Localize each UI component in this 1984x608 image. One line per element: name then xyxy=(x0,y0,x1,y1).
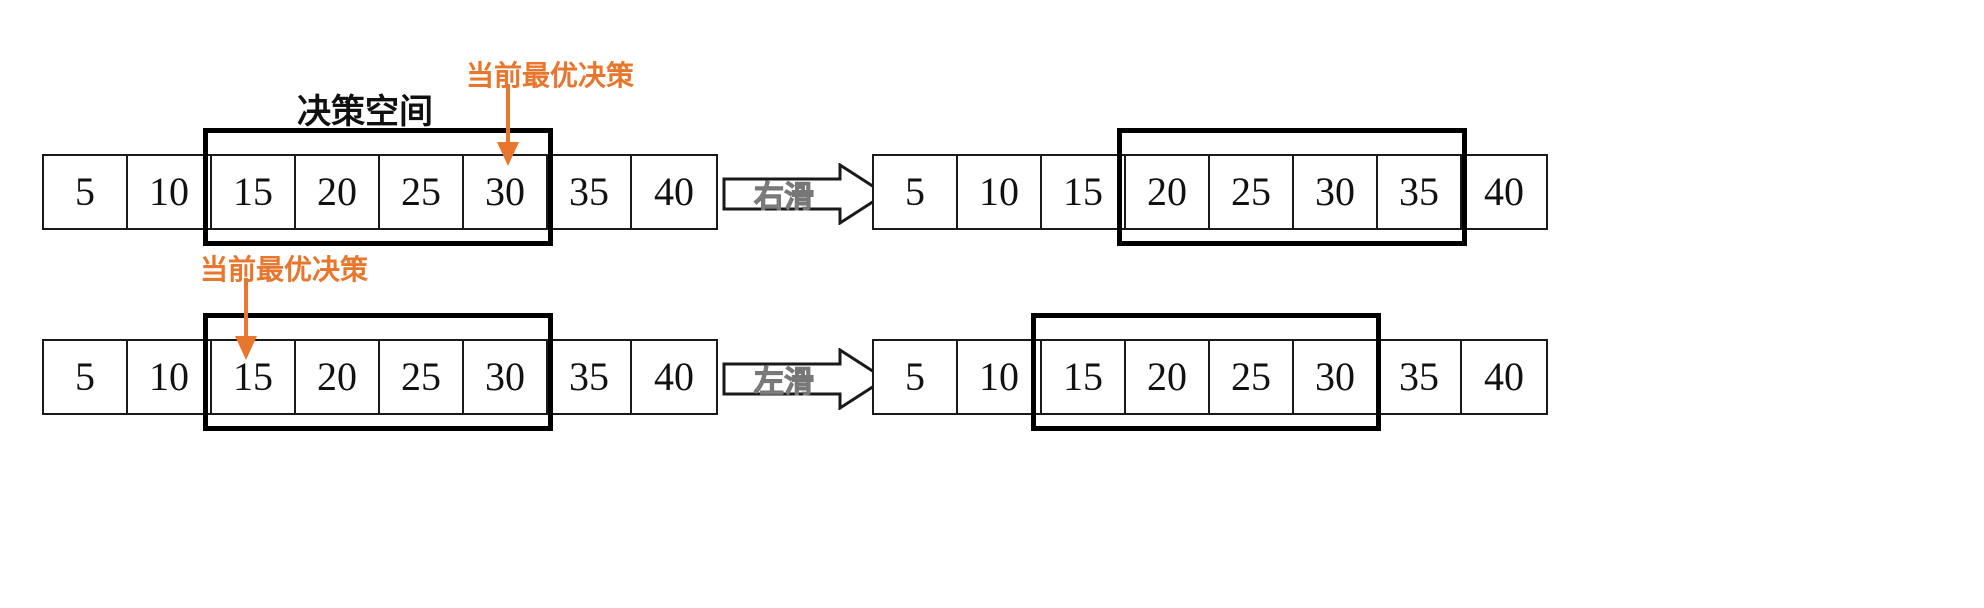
array-cell: 10 xyxy=(958,341,1042,413)
array-cell: 30 xyxy=(1294,156,1378,228)
array-cell: 40 xyxy=(1462,341,1546,413)
optimal-decision-label-row2: 当前最优决策 xyxy=(200,253,369,286)
right-slide-arrow: 右滑 xyxy=(722,162,888,226)
array-cell: 20 xyxy=(1126,156,1210,228)
array-cell: 35 xyxy=(1378,156,1462,228)
array-cell: 15 xyxy=(1042,156,1126,228)
decision-space-caption: 决策空间 xyxy=(297,92,433,132)
array-cell: 35 xyxy=(1378,341,1462,413)
array-cell: 5 xyxy=(44,156,128,228)
array-cell: 15 xyxy=(212,156,296,228)
array-cell: 30 xyxy=(1294,341,1378,413)
array-cell: 40 xyxy=(632,341,716,413)
array-row2-before: 5 10 15 20 25 30 35 40 xyxy=(42,339,718,415)
array-cell: 5 xyxy=(874,341,958,413)
array-row1-before: 5 10 15 20 25 30 35 40 xyxy=(42,154,718,230)
array-cell: 30 xyxy=(464,156,548,228)
array-cell: 35 xyxy=(548,341,632,413)
array-cell: 25 xyxy=(1210,341,1294,413)
array-cell: 10 xyxy=(958,156,1042,228)
array-cell: 25 xyxy=(1210,156,1294,228)
array-cell: 20 xyxy=(296,156,380,228)
array-cell: 25 xyxy=(380,341,464,413)
array-cell: 20 xyxy=(1126,341,1210,413)
array-cell: 40 xyxy=(632,156,716,228)
optimal-decision-pointer-row2 xyxy=(235,278,257,360)
array-cell: 35 xyxy=(548,156,632,228)
array-cell: 40 xyxy=(1462,156,1546,228)
optimal-decision-pointer-row1 xyxy=(497,84,519,166)
array-cell: 10 xyxy=(128,156,212,228)
array-cell: 5 xyxy=(874,156,958,228)
array-cell: 15 xyxy=(212,341,296,413)
array-cell: 15 xyxy=(1042,341,1126,413)
array-cell: 10 xyxy=(128,341,212,413)
optimal-decision-label-row1: 当前最优决策 xyxy=(466,59,635,92)
array-cell: 20 xyxy=(296,341,380,413)
array-row2-after: 5 10 15 20 25 30 35 40 xyxy=(872,339,1548,415)
array-cell: 5 xyxy=(44,341,128,413)
array-cell: 30 xyxy=(464,341,548,413)
left-slide-arrow: 左滑 xyxy=(722,347,888,411)
array-row1-after: 5 10 15 20 25 30 35 40 xyxy=(872,154,1548,230)
array-cell: 25 xyxy=(380,156,464,228)
